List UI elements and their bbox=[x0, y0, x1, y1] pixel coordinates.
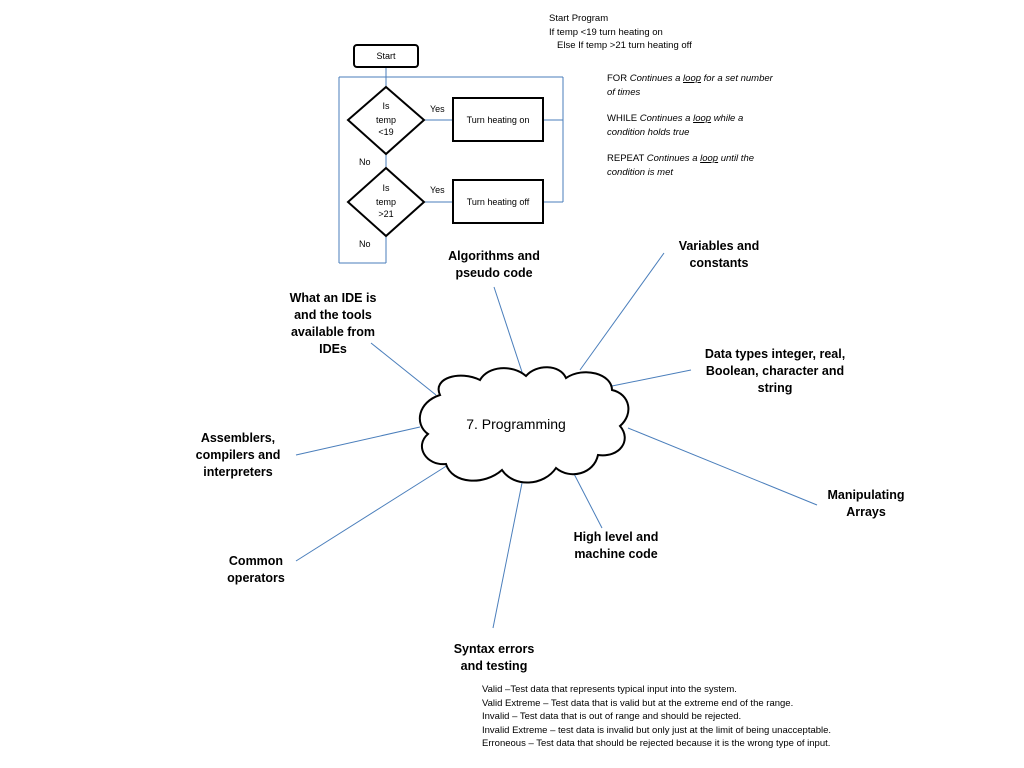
cloud-shape bbox=[418, 366, 630, 484]
decision2-diamond bbox=[346, 166, 426, 238]
cloud-title: 7. Programming bbox=[466, 416, 566, 432]
central-cloud: 7. Programming bbox=[418, 366, 630, 484]
decision2-line3: >21 bbox=[378, 209, 393, 219]
pseudocode-note: Start Program If temp <19 turn heating o… bbox=[549, 12, 692, 53]
decision-temp-below-19: Is temp <19 bbox=[346, 85, 426, 156]
decision1-diamond bbox=[346, 85, 426, 156]
test-data-note: Valid –Test data that represents typical… bbox=[482, 683, 831, 751]
topic-ide-line1: What an IDE is bbox=[289, 291, 377, 305]
topic-datatypes-line1: Data types integer, real, bbox=[704, 347, 846, 361]
topic-arrays-line2: Arrays bbox=[846, 505, 886, 519]
for-keyword: FOR bbox=[607, 73, 628, 84]
topic-assemblers-line2: compilers and bbox=[195, 448, 281, 462]
action2-box bbox=[452, 179, 544, 224]
topic-datatypes-line2: Boolean, character and bbox=[705, 364, 845, 378]
action-heating-on: Turn heating on bbox=[452, 97, 544, 142]
topic-syntax-line2: and testing bbox=[460, 659, 528, 673]
no-label-2: No bbox=[359, 239, 371, 249]
topic-highlevel-line2: machine code bbox=[574, 547, 658, 561]
topic-ide-line4: IDEs bbox=[319, 342, 347, 356]
topic-ide-line3: available from bbox=[290, 325, 376, 339]
decision1-line2: temp bbox=[376, 115, 396, 125]
topic-ide: What an IDE is and the tools available f… bbox=[273, 290, 393, 358]
topic-variables-line2: constants bbox=[689, 256, 749, 270]
spoke-datatypes bbox=[611, 369, 692, 387]
spoke-highlevel bbox=[570, 467, 603, 529]
spoke-variables bbox=[579, 252, 665, 371]
test-data-valid: Valid –Test data that represents typical… bbox=[482, 684, 737, 695]
topic-arrays-line1: Manipulating bbox=[827, 488, 905, 502]
loop-repeat: REPEAT Continues a loop until the condit… bbox=[607, 152, 782, 179]
pseudocode-line-1: Start Program bbox=[549, 13, 609, 24]
loop-for: FOR Continues a loop for a set number of… bbox=[607, 72, 782, 99]
topic-highlevel: High level and machine code bbox=[561, 529, 671, 563]
topic-algorithms: Algorithms and pseudo code bbox=[434, 248, 554, 282]
pseudocode-line-2: If temp <19 turn heating on bbox=[549, 26, 663, 38]
no-label-1: No bbox=[359, 157, 371, 167]
topic-assemblers-line1: Assemblers, bbox=[200, 431, 276, 445]
loop-definitions: FOR Continues a loop for a set number of… bbox=[607, 72, 782, 192]
spoke-ide bbox=[370, 342, 437, 396]
topic-highlevel-line1: High level and bbox=[573, 530, 659, 544]
topic-operators-line2: operators bbox=[227, 571, 285, 585]
loop-while: WHILE Continues a loop while a condition… bbox=[607, 112, 782, 139]
action1-label: Turn heating on bbox=[467, 115, 530, 125]
while-loop-word: loop bbox=[693, 113, 712, 124]
decision1-line1: Is bbox=[382, 101, 390, 111]
repeat-desc-pre: Continues a bbox=[646, 153, 698, 164]
spoke-syntax bbox=[492, 482, 523, 629]
start-shape bbox=[353, 44, 419, 68]
decision2-line1: Is bbox=[382, 183, 390, 193]
decision2-line2: temp bbox=[376, 197, 396, 207]
test-data-invalid: Invalid – Test data that is out of range… bbox=[482, 711, 742, 722]
start-terminator: Start bbox=[353, 44, 419, 68]
action-heating-off: Turn heating off bbox=[452, 179, 544, 224]
while-keyword: WHILE bbox=[607, 113, 638, 124]
spoke-operators bbox=[295, 464, 449, 562]
topic-datatypes-line3: string bbox=[757, 381, 793, 395]
spoke-algorithms bbox=[493, 286, 525, 379]
test-data-erroneous: Erroneous – Test data that should be rej… bbox=[482, 738, 831, 749]
topic-variables: Variables and constants bbox=[659, 238, 779, 272]
while-desc-post: while a condition holds true bbox=[607, 113, 744, 138]
topic-algorithms-line1: Algorithms and bbox=[448, 249, 540, 263]
for-desc-pre: Continues a bbox=[629, 73, 681, 84]
action1-box bbox=[452, 97, 544, 142]
for-desc-post: for a set number of times bbox=[607, 73, 773, 98]
test-data-valid-extreme: Valid Extreme – Test data that is valid … bbox=[482, 697, 794, 709]
topic-syntax-line1: Syntax errors bbox=[453, 642, 535, 656]
action2-label: Turn heating off bbox=[467, 197, 530, 207]
repeat-loop-word: loop bbox=[700, 153, 719, 164]
topic-algorithms-line2: pseudo code bbox=[455, 266, 533, 280]
yes-label-2: Yes bbox=[430, 185, 445, 195]
yes-label-1: Yes bbox=[430, 104, 445, 114]
flowchart-connectors bbox=[338, 67, 564, 264]
topic-operators: Common operators bbox=[206, 553, 306, 587]
decision1-line3: <19 bbox=[378, 127, 393, 137]
for-loop-word: loop bbox=[683, 73, 702, 84]
spoke-assemblers bbox=[295, 426, 421, 456]
repeat-keyword: REPEAT bbox=[607, 153, 645, 164]
decision-temp-above-21: Is temp >21 bbox=[346, 166, 426, 238]
test-data-invalid-extreme: Invalid Extreme – test data is invalid b… bbox=[482, 724, 832, 736]
topic-variables-line1: Variables and bbox=[678, 239, 760, 253]
pseudocode-line-3: Else If temp >21 turn heating off bbox=[557, 40, 692, 51]
topic-syntax: Syntax errors and testing bbox=[444, 641, 544, 675]
topic-datatypes: Data types integer, real, Boolean, chara… bbox=[690, 346, 860, 397]
repeat-desc-post: until the condition is met bbox=[607, 153, 755, 178]
topic-assemblers-line3: interpreters bbox=[203, 465, 273, 479]
topic-ide-line2: and the tools bbox=[294, 308, 372, 322]
topic-assemblers: Assemblers, compilers and interpreters bbox=[183, 430, 293, 481]
spoke-arrays bbox=[627, 427, 818, 506]
topic-arrays: Manipulating Arrays bbox=[816, 487, 916, 521]
start-label: Start bbox=[376, 51, 396, 61]
topic-operators-line1: Common bbox=[228, 554, 284, 568]
mind-map-spokes bbox=[295, 252, 818, 629]
while-desc-pre: Continues a bbox=[639, 113, 691, 124]
